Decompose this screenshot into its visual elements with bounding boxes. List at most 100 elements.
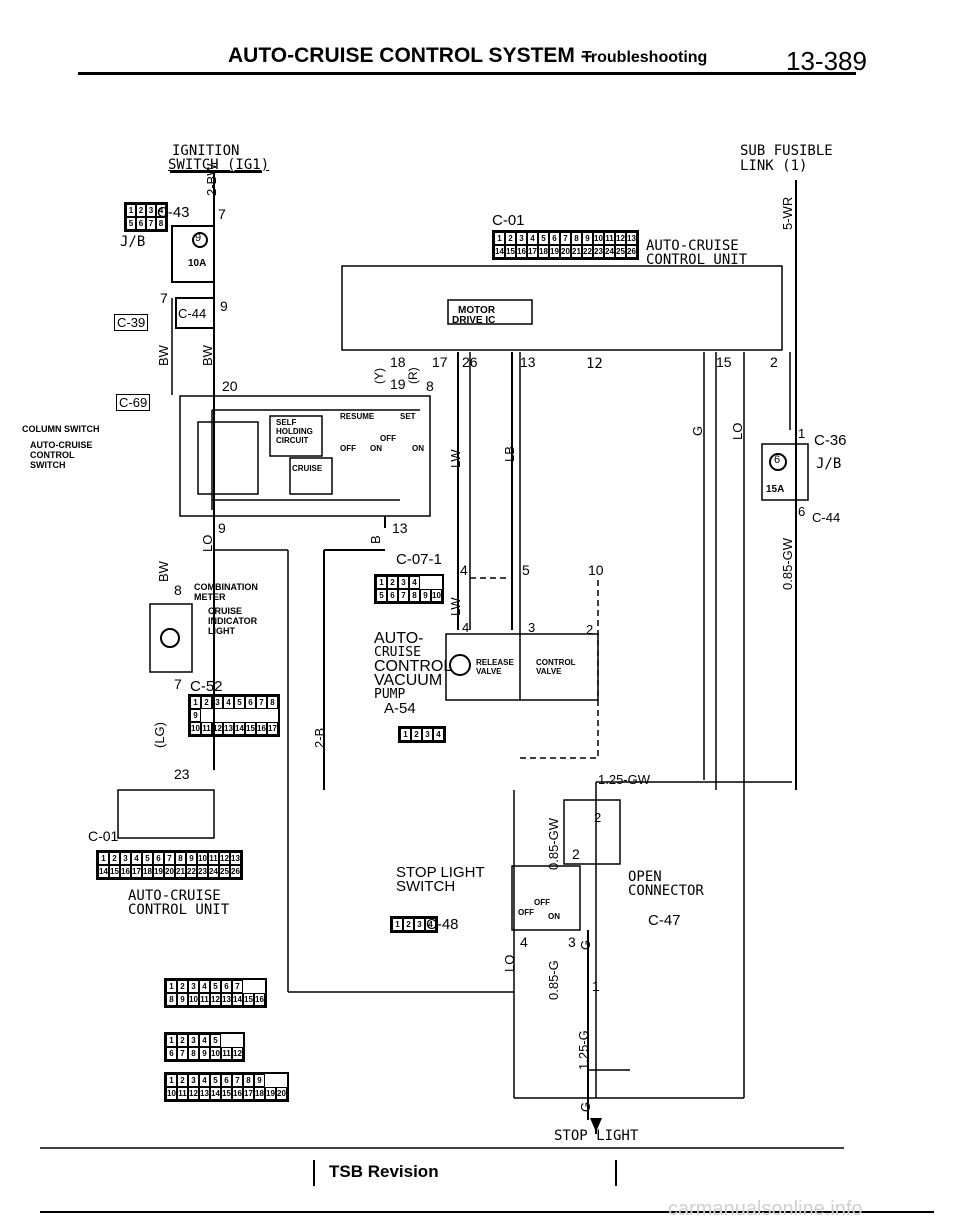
ind-line3: LIGHT <box>208 626 235 636</box>
connector-pin: 1 <box>494 232 505 245</box>
connector-pin: 7 <box>256 696 267 709</box>
connector-pin: 10 <box>593 232 604 245</box>
connector-pin: 4 <box>433 728 444 741</box>
self-line2: HOLDING <box>276 427 313 436</box>
connector-pin: 11 <box>199 993 210 1006</box>
connector-pin: 24 <box>208 865 219 878</box>
connector-pin: 25 <box>615 245 626 258</box>
connector-pin: 6 <box>166 1047 177 1060</box>
oc-line1: OPEN <box>628 869 662 885</box>
connector-pin: 16 <box>256 722 267 735</box>
connector-pin: 2 <box>387 576 398 589</box>
wire-125gw: 1.25-GW <box>598 772 651 787</box>
connector-pin: 8 <box>243 1074 254 1087</box>
connector-pin: 8 <box>188 1047 199 1060</box>
connector-pin: 12 <box>232 1047 243 1060</box>
connector-pin: 10 <box>431 589 442 602</box>
pin: 15 <box>716 354 732 370</box>
connector-pin: 10 <box>210 1047 221 1060</box>
connector-pin: 20 <box>164 865 175 878</box>
label-on3: ON <box>548 912 560 921</box>
connector-pin: 18 <box>254 1087 265 1100</box>
connector-pin: 5 <box>210 1034 221 1047</box>
connector-pin: 4 <box>409 576 420 589</box>
fuse-right-amp: 15A <box>766 484 785 495</box>
connector-pin: 4 <box>199 980 210 993</box>
label-resume: RESUME <box>340 412 375 421</box>
wire-085gw1: 0.85-GW <box>546 817 561 870</box>
header-rule <box>78 72 856 75</box>
connector-pin: 17 <box>267 722 278 735</box>
rv-line2: VALVE <box>476 667 502 676</box>
connector-pin: 3 <box>188 980 199 993</box>
connector-pin: 14 <box>210 1087 221 1100</box>
label-c36: C-36 <box>814 432 847 449</box>
connector-pin: 3 <box>422 728 433 741</box>
wire-y: (Y) <box>372 368 386 384</box>
connector-pin: 15 <box>505 245 516 258</box>
watermark: carmanualsonline.info <box>668 1198 863 1220</box>
label-open-connector: OPEN CONNECTOR <box>628 870 704 898</box>
connector-pin: 21 <box>175 865 186 878</box>
wire-r: (R) <box>406 367 420 384</box>
combi-line2: METER <box>194 592 226 602</box>
pin: 3 <box>568 934 576 950</box>
pin: 6 <box>798 504 806 519</box>
pump-line3: CONTROL <box>374 658 453 675</box>
connector-pin: 14 <box>494 245 505 258</box>
label-a54: A-54 <box>384 700 416 717</box>
pin: 8 <box>174 582 182 598</box>
pin: 17 <box>432 354 448 370</box>
connector-pin: 4 <box>156 204 166 217</box>
connector-pin: 7 <box>398 589 409 602</box>
label-on2: ON <box>412 444 424 453</box>
label-cruise-indicator: CRUISE INDICATOR LIGHT <box>208 606 257 636</box>
pin: 10 <box>588 562 604 578</box>
connector-pin: 7 <box>232 1074 243 1087</box>
wire-bw3: BW <box>156 561 171 582</box>
tsb-label: TSB Revision <box>329 1162 439 1181</box>
connector-pin: 2 <box>201 696 212 709</box>
wire-5wr: 5-WR <box>780 196 795 230</box>
connector-pin: 15 <box>245 722 256 735</box>
acc-sw-line2: CONTROL <box>30 450 75 460</box>
label-ignition-switch: SWITCH (IG1) <box>168 157 270 173</box>
label-ignition: IGNITION <box>172 143 240 159</box>
label-c071: C-07-1 <box>396 551 442 568</box>
connector-pin: 17 <box>131 865 142 878</box>
connector-pin: 2 <box>177 980 188 993</box>
connector-pin: 4 <box>199 1034 210 1047</box>
wire-lo2: LO <box>730 422 745 440</box>
label-cruise: CRUISE <box>292 464 323 473</box>
pump-line4: VACUUM <box>374 672 443 689</box>
cv-line2: VALVE <box>536 667 562 676</box>
wire-lo1: LO <box>200 534 215 552</box>
label-acc-switch: AUTO-CRUISE CONTROL SWITCH <box>30 440 92 470</box>
connector-pin: 3 <box>120 852 131 865</box>
label-self-holding: SELF HOLDING CIRCUIT <box>276 418 313 445</box>
label-c47: C-47 <box>648 912 681 929</box>
page-subtitle: Troubleshooting <box>582 49 708 66</box>
connector-pin: 4 <box>425 918 436 931</box>
label-jb-left: J/B <box>120 234 146 250</box>
connector-pin: 23 <box>197 865 208 878</box>
connector-pin: 7 <box>164 852 175 865</box>
connector-pin: 6 <box>387 589 398 602</box>
wire-2bw: 2-BW <box>204 163 219 197</box>
label-c01-top: C-01 <box>492 212 525 229</box>
connector-pin: 4 <box>223 696 234 709</box>
connector-pin: 12 <box>615 232 626 245</box>
connector-pin: 16 <box>254 993 265 1006</box>
wire-lw1: LW <box>448 449 463 468</box>
connector-pin: 7 <box>560 232 571 245</box>
connector-pin: 1 <box>190 696 201 709</box>
